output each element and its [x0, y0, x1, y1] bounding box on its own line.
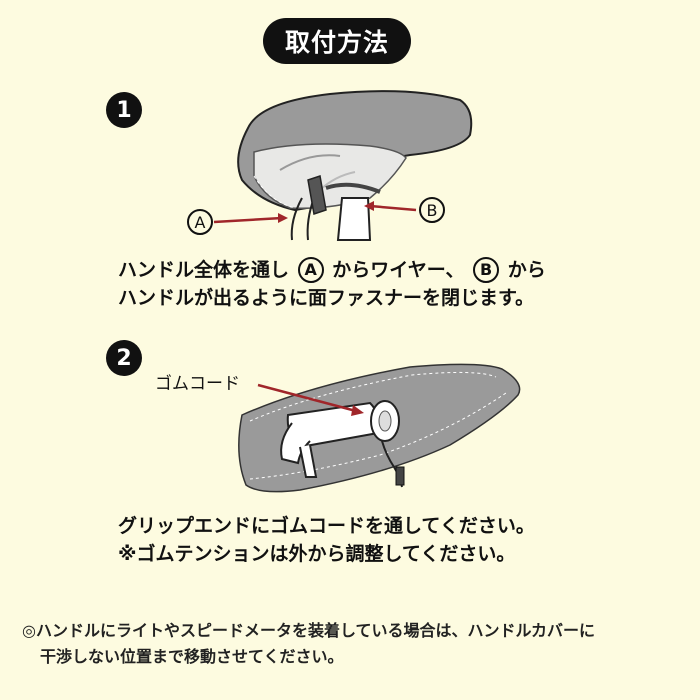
note-line2: 干渉しない位置まで移動させてください。	[40, 647, 344, 666]
page-title: 取付方法	[263, 18, 411, 64]
step-1-illustration: A B	[187, 90, 473, 241]
label-b: B	[427, 201, 438, 220]
step-2-illustration	[238, 363, 521, 493]
label-b-circle	[419, 197, 445, 223]
step-1-number: 1	[106, 92, 142, 128]
step-2-number: 2	[106, 340, 142, 376]
step-2-illus-label: ゴムコード	[155, 374, 240, 394]
step-2-caption-line2: ※ゴムテンションは外から調整してください。	[118, 543, 516, 565]
step-1-caption-part2: からワイヤー、	[332, 259, 465, 281]
step-2-caption-line1: グリップエンドにゴムコードを通してください。	[118, 515, 535, 537]
step-1-caption-part3: から	[507, 259, 546, 281]
note: ◎ハンドルにライトやスピードメータを装着している場合は、ハンドルカバーに 干渉し…	[22, 618, 682, 670]
note-line1: ◎ハンドルにライトやスピードメータを装着している場合は、ハンドルカバーに	[22, 621, 596, 640]
label-a: A	[195, 213, 206, 232]
step-1-caption-a: A	[297, 257, 324, 283]
step-2-caption: グリップエンドにゴムコードを通してください。 ※ゴムテンションは外から調整してく…	[118, 512, 535, 568]
step-1-caption-line2: ハンドルが出るように面ファスナーを閉じます。	[118, 287, 535, 309]
label-a-circle	[187, 209, 213, 235]
step-1-caption-part1: ハンドル全体を通し	[118, 259, 290, 281]
step-1-caption: ハンドル全体を通し A からワイヤー、 B から ハンドルが出るように面ファスナ…	[118, 256, 546, 312]
handlebar-post-shape	[336, 197, 372, 241]
step-1-caption-b: B	[473, 257, 500, 283]
cover-opening-shape	[253, 143, 407, 210]
